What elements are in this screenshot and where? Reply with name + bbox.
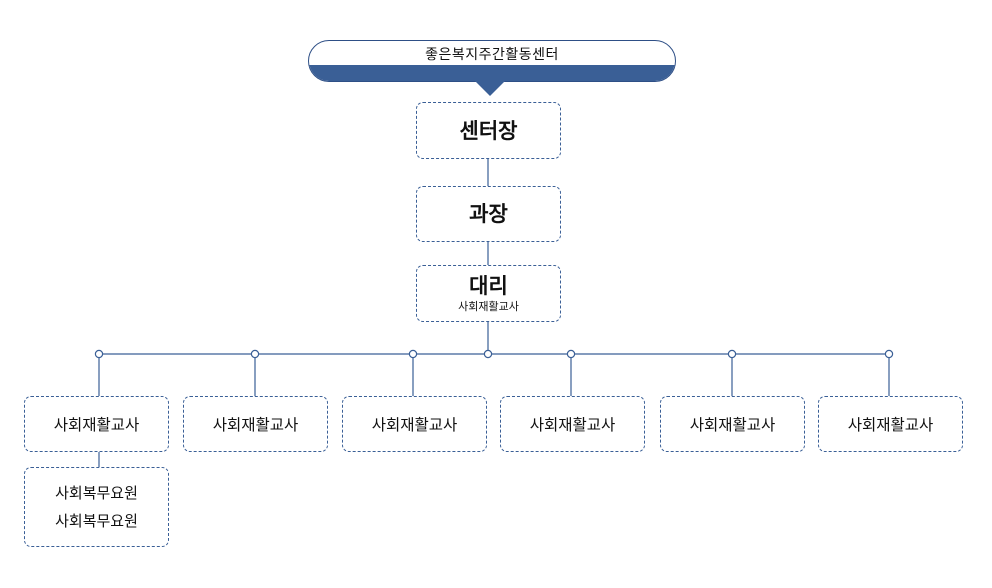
staff-label-6: 사회재활교사 (847, 416, 934, 434)
center-name-banner: 좋은복지주간활동센터 (308, 40, 676, 82)
staff-label-4: 사회재활교사 (529, 416, 616, 434)
assistant-manager-role: 사회재활교사 (458, 300, 519, 313)
junction-node-center (483, 349, 493, 359)
banner-arrow-icon (474, 80, 506, 96)
staff-box-5: 사회재활교사 (660, 396, 805, 452)
junction-node-1 (94, 349, 104, 359)
junction-node-5 (727, 349, 737, 359)
manager-label: 과장 (469, 202, 508, 226)
assistant-manager-box: 대리 사회재활교사 (416, 265, 561, 322)
assistant-manager-label: 대리 (469, 274, 508, 298)
aide-label-1: 사회복무요원 (55, 484, 138, 502)
staff-box-4: 사회재활교사 (500, 396, 645, 452)
staff-label-5: 사회재활교사 (689, 416, 776, 434)
banner-band (309, 65, 675, 81)
manager-box: 과장 (416, 186, 561, 242)
staff-label-2: 사회재활교사 (212, 416, 299, 434)
junction-node-3 (408, 349, 418, 359)
staff-box-3: 사회재활교사 (342, 396, 487, 452)
aides-box: 사회복무요원 사회복무요원 (24, 467, 169, 547)
staff-box-2: 사회재활교사 (183, 396, 328, 452)
director-label: 센터장 (459, 118, 518, 143)
junction-node-4 (566, 349, 576, 359)
staff-box-6: 사회재활교사 (818, 396, 963, 452)
director-box: 센터장 (416, 102, 561, 159)
staff-label-3: 사회재활교사 (371, 416, 458, 434)
center-name: 좋은복지주간활동센터 (425, 47, 559, 63)
aide-label-2: 사회복무요원 (55, 512, 138, 530)
junction-node-2 (250, 349, 260, 359)
staff-box-1: 사회재활교사 (24, 396, 169, 452)
staff-label-1: 사회재활교사 (53, 416, 140, 434)
junction-node-6 (884, 349, 894, 359)
